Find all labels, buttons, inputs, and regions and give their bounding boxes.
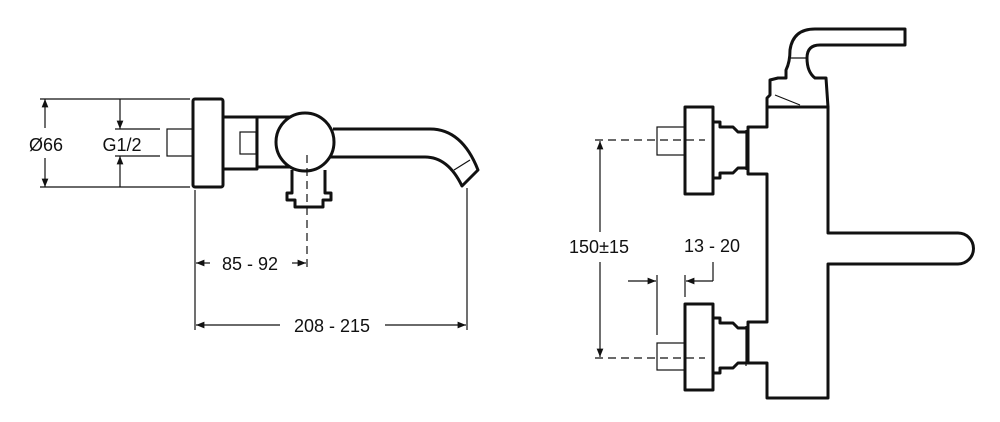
side-view: Ø66 G1/2 85 - 92 208 - 215	[29, 97, 480, 336]
wall-offset-label: 13 - 20	[684, 236, 740, 256]
wall-flange	[191, 97, 225, 189]
inlet-spacing-label: 150±15	[569, 237, 629, 257]
body	[257, 115, 290, 169]
diverter-ball	[274, 111, 336, 173]
front-view: 150±15 13 - 20	[569, 27, 975, 400]
shower-outlet	[285, 170, 333, 209]
spout	[330, 127, 480, 188]
mixer-body	[746, 105, 975, 400]
bottom-inlet	[595, 302, 748, 392]
inlet-stub	[166, 128, 194, 157]
outlet-offset-label: 85 - 92	[222, 254, 278, 274]
total-length-label: 208 - 215	[294, 316, 370, 336]
nut	[239, 131, 257, 155]
top-inlet	[595, 105, 748, 196]
thread-label: G1/2	[102, 135, 141, 155]
lever-handle	[765, 27, 907, 108]
flange-diameter-label: Ø66	[29, 135, 63, 155]
